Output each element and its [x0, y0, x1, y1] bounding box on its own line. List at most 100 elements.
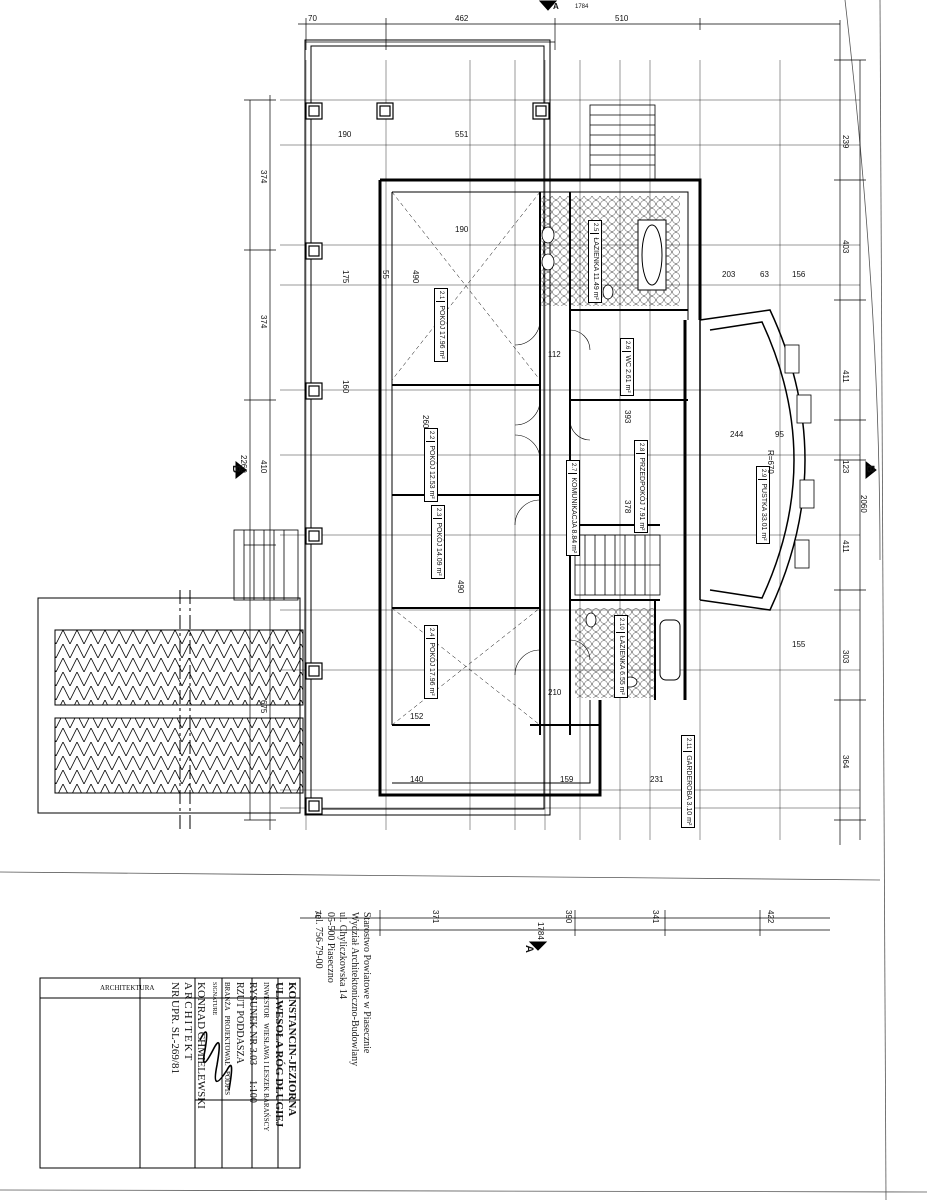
dim-inner-19: 63 [760, 270, 769, 279]
dim-inner-13: 231 [650, 775, 664, 784]
dim-inner-6: 490 [456, 580, 465, 594]
dim-inner-2: 551 [455, 130, 469, 139]
dim-top-1: 70 [308, 14, 317, 23]
tb-signature-label: SIGNATURE [211, 982, 217, 1016]
room-label-2-8: 2.8PRZEDPOKÓJ 7.91 m² [634, 440, 648, 534]
dim-inner-4: 490 [411, 270, 420, 284]
dim-inner-1: 190 [338, 130, 352, 139]
dim-bottom-2: 371 [431, 910, 440, 924]
exterior-walls-inner [391, 191, 689, 784]
dim-inner-10: 152 [410, 712, 424, 721]
section-marker-b-right: B [864, 465, 876, 473]
dimension-lines [244, 18, 866, 936]
dim-bottom-5: 422 [766, 910, 775, 924]
title-block-frame [39, 977, 301, 1169]
dim-inner-18: 203 [722, 270, 736, 279]
section-marker-a-bottom: A [523, 945, 535, 953]
terrace-railing [304, 39, 551, 816]
external-stairs-top [589, 104, 656, 181]
bay-window-frames [784, 344, 815, 569]
dim-inner-23: 210 [548, 688, 562, 697]
dim-right-1: 239 [841, 135, 850, 149]
dim-bottom-total: 1784 [536, 922, 545, 940]
dim-right-3: 411 [841, 370, 850, 383]
staircase [574, 534, 661, 596]
dim-top-3: 510 [615, 14, 629, 23]
stamp-line-4: 05-500 Piaseczno [325, 912, 336, 983]
room-label-2-2: 2.2POKÓJ 12.53 m² [424, 428, 438, 502]
dim-right-2: 403 [841, 240, 850, 254]
section-arrows [235, 0, 877, 951]
dim-right-6: 303 [841, 650, 850, 664]
dim-left-total: 2260 [239, 455, 248, 473]
room-label-2-6: 2.6WC 2.61 m² [620, 338, 634, 396]
tb-author-name: KONRAD CHMIELEWSKI [195, 982, 207, 1109]
section-marker-a-top: A [553, 2, 559, 11]
dim-left-3: 410 [259, 460, 268, 474]
tb-investor: WIESŁAWA I LESZEK BARAŃSCY [262, 1023, 270, 1132]
room-label-2-3: 2.3POKÓJ 14.09 m² [431, 505, 445, 579]
dim-inner-15: 393 [623, 410, 632, 424]
dim-right-7: 364 [841, 755, 850, 769]
dim-left-1: 374 [259, 170, 268, 184]
room-label-2-10: 2.10ŁAZIENKA 6.55 m² [614, 615, 628, 698]
title-block: KONSTANCIN-JEZIORNA UL.WESOŁA RÓG DŁUGIE… [168, 982, 298, 1166]
tb-license: NR UPR. SL-269/81 [169, 982, 181, 1074]
tb-scale: 1:100 [247, 1080, 258, 1103]
tb-location-2: UL.WESOŁA RÓG DŁUGIEJ [273, 982, 285, 1128]
dim-inner-17: 95 [775, 430, 784, 439]
stamp-line-2: Wydział Architektoniczno-Budowlany [349, 912, 360, 1067]
tb-investor-label: INWESTOR [262, 982, 270, 1019]
arc-radius-label: R=670 [766, 450, 775, 474]
tb-location-1: KONSTANCIN-JEZIORNA [286, 982, 298, 1117]
dim-right-4: 123 [841, 460, 850, 474]
tb-discipline: ARCHITEKTURA [100, 984, 155, 992]
tb-role-value: PROJEKTOWAŁ [223, 1015, 231, 1066]
tb-author-title: ARCHITEKT [182, 982, 194, 1063]
dim-inner-11: 140 [410, 775, 424, 784]
dim-bottom-4: 341 [651, 910, 660, 924]
dim-inner-3: 190 [455, 225, 469, 234]
room-label-2-5: 2.5ŁAZIENKA 11.49 m² [588, 220, 602, 303]
stamp-line-3: ul. Chyliczkowska 14 [337, 912, 348, 999]
dim-inner-14: 378 [623, 500, 632, 514]
dim-inner-20: 156 [792, 270, 806, 279]
dim-bottom-3: 390 [564, 910, 573, 924]
external-stairs-left [233, 529, 299, 601]
dim-top-2: 462 [455, 14, 469, 23]
exterior-walls [378, 178, 702, 797]
room-label-2-9: 2.9PUSTKA 33.01 m² [756, 466, 770, 544]
room-label-2-11: 2.11GARDEROBA 3.10 m² [681, 735, 695, 829]
dim-left-4: 675 [259, 700, 268, 714]
garage-roof [37, 590, 304, 830]
dim-inner-7: 55 [381, 270, 390, 279]
bay-window [699, 309, 806, 611]
signature-scribble [199, 1031, 233, 1091]
stamp-line-5: tel. 756-79-00 [313, 912, 324, 969]
dim-inner-22: 112 [548, 350, 561, 359]
room-label-2-4: 2.4POKÓJ 17.96 m² [424, 625, 438, 699]
roof-lines [391, 191, 541, 726]
dim-inner-5: 260 [421, 415, 430, 429]
bathtubs [637, 219, 681, 681]
stamp-line-1: Starostwo Powiatowe w Piasecznie [361, 912, 372, 1054]
dim-right-5: 411 [841, 540, 850, 553]
tb-sign-label: PODPIS [223, 1070, 231, 1096]
dim-left-2: 374 [259, 315, 268, 329]
tb-role-label: BRANŻA [223, 982, 231, 1011]
dim-inner-8: 175 [341, 270, 350, 284]
room-label-2-1: 2.1POKÓJ 17.96 m² [434, 288, 448, 362]
dim-inner-9: 160 [341, 380, 350, 394]
tb-drawing-no: RYSUNEK NR 3.03 [247, 982, 258, 1066]
room-label-2-7: 2.7KOMUNIKACJA 8.84 m² [566, 460, 580, 557]
door-swings [514, 319, 591, 676]
dim-inner-12: 159 [560, 775, 574, 784]
tb-sheet-title: RZUT PODDASZA [234, 982, 245, 1064]
dim-right-total: 2060 [859, 495, 868, 513]
office-stamp: Starostwo Powiatowe w Piasecznie Wydział… [312, 912, 372, 1066]
dim-inner-16: 244 [730, 430, 744, 439]
columns [305, 102, 550, 815]
dim-inner-21: 155 [792, 640, 806, 649]
